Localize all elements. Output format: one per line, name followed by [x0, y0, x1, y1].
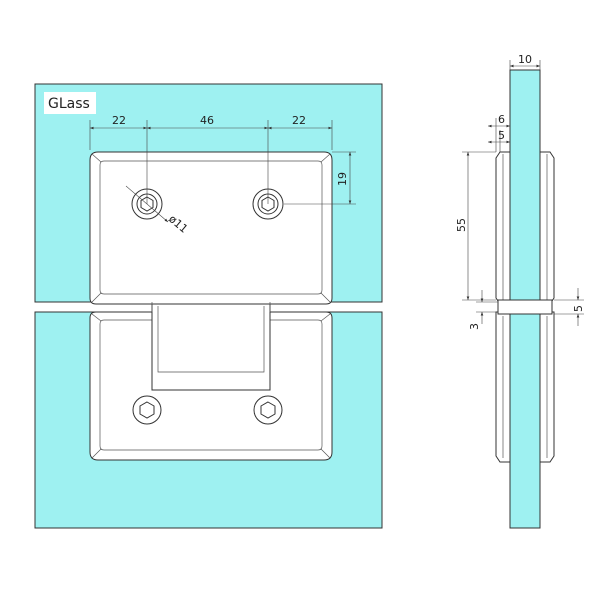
screw-hole-lower-right [253, 395, 283, 425]
bevel-corner [320, 313, 331, 322]
bevel-corner [91, 448, 102, 459]
dim-label-right: 22 [292, 114, 306, 127]
upper-plate [89, 151, 333, 305]
dim-label-vertical: 19 [336, 172, 349, 186]
hinge-knuckle [151, 303, 271, 391]
dimension-top: 22 46 22 [89, 114, 333, 204]
bevel-corner [320, 153, 331, 163]
dimension-3: 3 [468, 290, 498, 330]
dim-label-thickness: 10 [518, 53, 532, 66]
bevel-corner [91, 313, 102, 322]
screw-hole-lower-left [132, 395, 162, 425]
dim-label-left: 22 [112, 114, 126, 127]
bevel-corner [320, 292, 331, 303]
dim-label-center: 46 [200, 114, 214, 127]
dimension-55: 55 [455, 151, 496, 301]
dimension-vertical: 19 [284, 151, 356, 205]
hinge-knuckle-inner [157, 306, 265, 373]
side-view: 10 6 5 55 5 [455, 53, 585, 529]
glass-label-box [44, 92, 96, 114]
dim-label-5-top: 5 [498, 129, 505, 142]
dimension-6: 6 [488, 113, 510, 152]
dimension-5-right: 5 [554, 288, 585, 326]
dim-label-55: 55 [455, 218, 468, 232]
glass-label: GLass [48, 96, 90, 112]
dim-label-3: 3 [468, 323, 481, 330]
bevel-corner [320, 448, 331, 459]
dimension-5-top: 5 [488, 129, 510, 152]
upper-plate-bevel [99, 160, 323, 295]
dim-label-6: 6 [498, 113, 505, 126]
bevel-corner [91, 292, 102, 303]
lower-plate-bevel [99, 319, 323, 451]
front-view: GLass [34, 83, 383, 529]
dimension-thickness: 10 [509, 53, 541, 70]
glass-edge-lower [509, 311, 541, 529]
glass-edge-upper [509, 69, 541, 303]
bevel-corner [91, 153, 102, 163]
dim-label-5-right: 5 [572, 305, 585, 312]
side-hinge-knuckle [497, 299, 553, 315]
